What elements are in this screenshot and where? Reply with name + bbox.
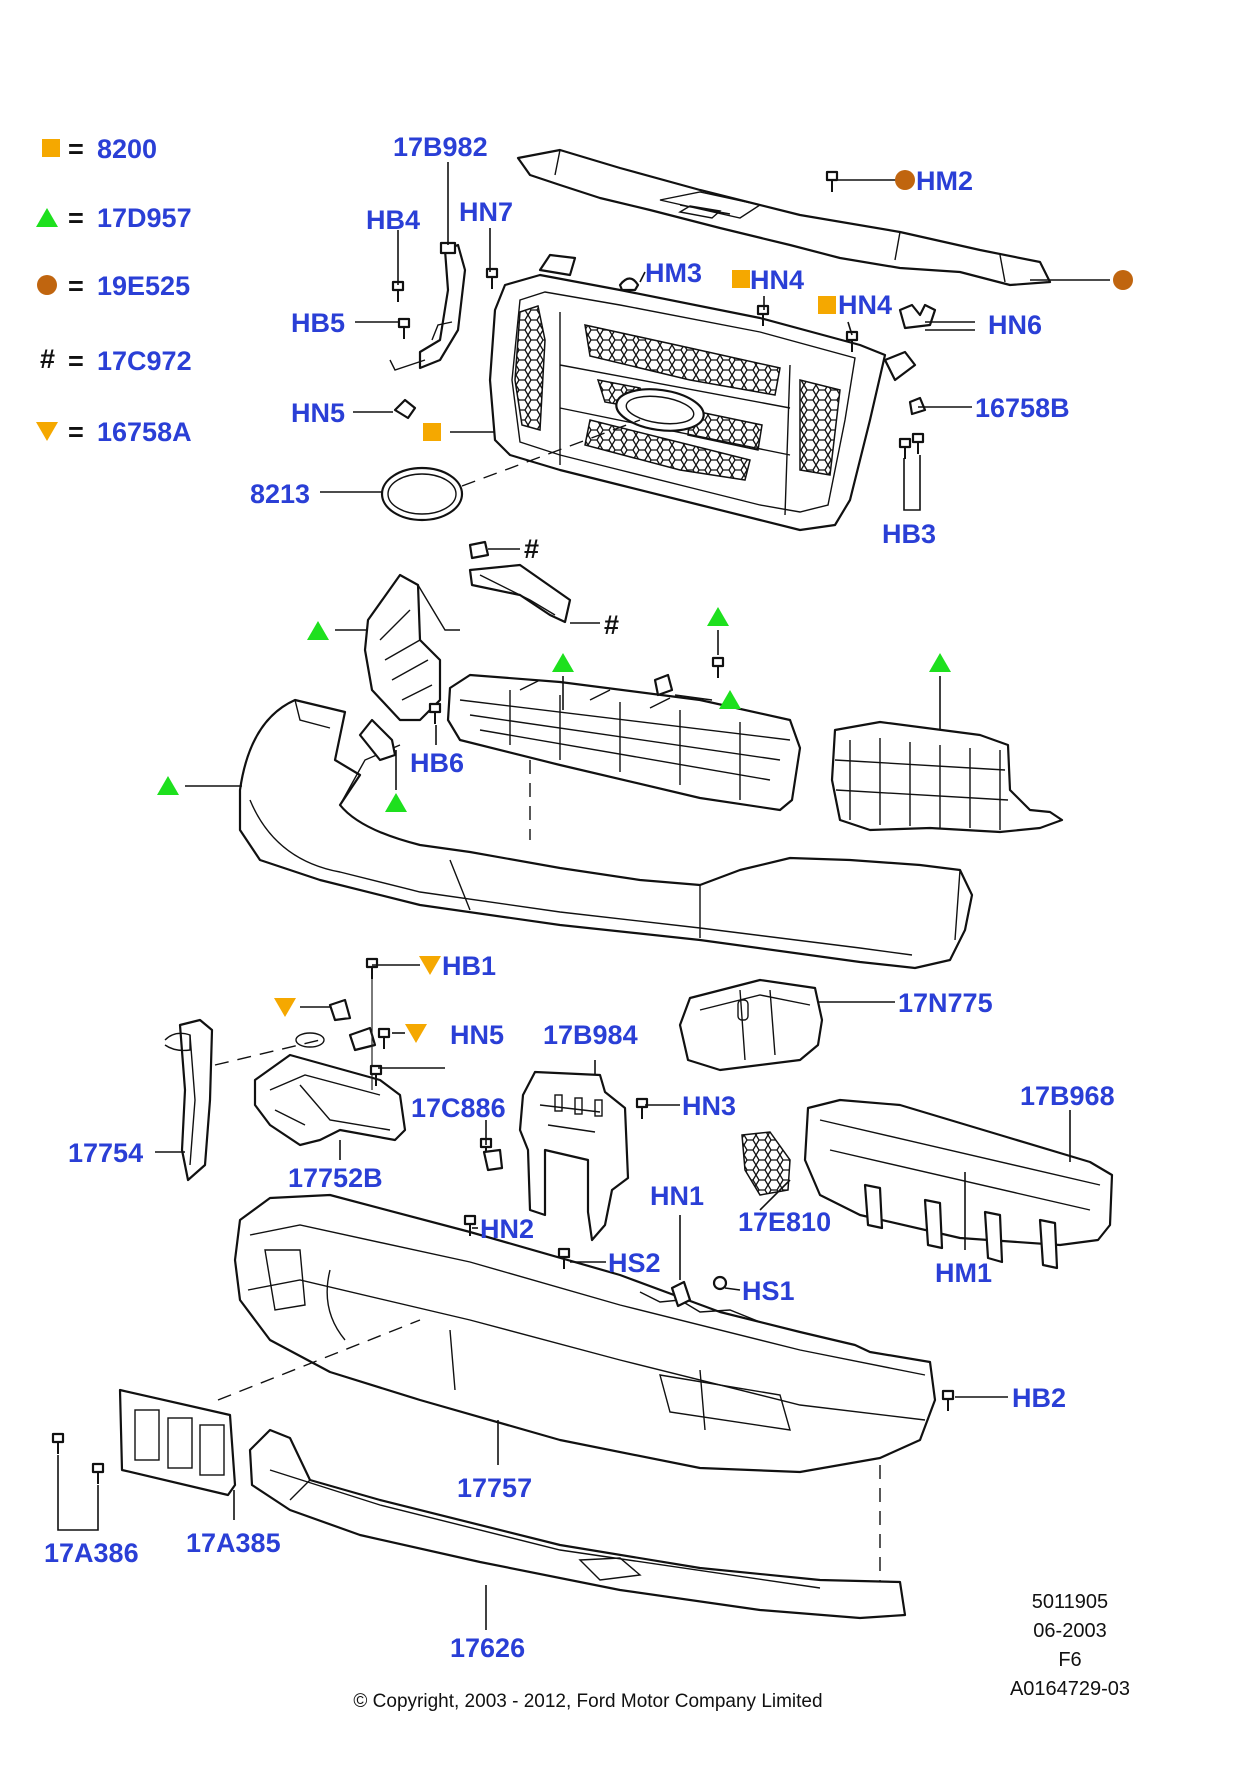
callout: HS2 xyxy=(608,1248,661,1278)
legend: = 8200 = 17D957 = 19E525 # = 17C972 = 16… xyxy=(36,134,192,447)
callout-labels: 17B982 HB4 HN7 HM2 HM3 HN4 HN4 HB5 HN6 1… xyxy=(44,132,1115,1663)
legend-item-square: = 8200 xyxy=(42,134,157,164)
footer: 5011905 06-2003 F6 A0164729-03 © Copyrig… xyxy=(353,1591,1130,1712)
diagram-number: 5011905 xyxy=(1032,1591,1108,1613)
callout: HN3 xyxy=(682,1091,736,1121)
callout: HB4 xyxy=(366,205,420,235)
bumper-cover xyxy=(238,698,974,970)
diagram-code: F6 xyxy=(1058,1649,1081,1671)
callout: HN2 xyxy=(480,1214,534,1244)
callout: HB1 xyxy=(442,951,496,981)
legend-code: 19E525 xyxy=(97,271,190,301)
legend-code: 17C972 xyxy=(97,346,192,376)
plate-17A385 xyxy=(118,1388,237,1497)
callout: HN1 xyxy=(650,1181,704,1211)
callout: HS1 xyxy=(742,1276,795,1306)
bracket-17752B xyxy=(253,1053,407,1147)
callout: 8213 xyxy=(250,479,310,509)
callout: 16758B xyxy=(975,393,1070,423)
bracket-17B982 xyxy=(389,241,467,371)
callout: 17B968 xyxy=(1020,1081,1115,1111)
upper-panel xyxy=(516,148,1052,287)
legend-code: 8200 xyxy=(97,134,157,164)
callout: 17B982 xyxy=(393,132,488,162)
svg-text:=: = xyxy=(68,346,84,376)
triangle-down-icon xyxy=(36,422,58,441)
callout: HB3 xyxy=(882,519,936,549)
callout: HB2 xyxy=(1012,1383,1066,1413)
legend-code: 16758A xyxy=(97,417,192,447)
legend-item-hash: # = 17C972 xyxy=(40,344,192,376)
svg-text:=: = xyxy=(68,417,84,447)
right-deflector xyxy=(830,720,1064,834)
svg-text:=: = xyxy=(68,203,84,233)
air-dam-17626 xyxy=(248,1428,907,1620)
bracket-17754 xyxy=(164,1018,214,1182)
diagram-date: 06-2003 xyxy=(1033,1620,1106,1642)
callout: 17626 xyxy=(450,1633,525,1663)
plate-17B984 xyxy=(518,1070,630,1242)
hash-icon: # xyxy=(524,534,539,564)
callout: HB5 xyxy=(291,308,345,338)
callout: 17754 xyxy=(68,1138,143,1168)
grille-assembly xyxy=(488,148,1052,532)
copyright-text: © Copyright, 2003 - 2012, Ford Motor Com… xyxy=(353,1691,822,1712)
callout: 17A386 xyxy=(44,1538,139,1568)
callout: HM1 xyxy=(935,1258,992,1288)
callout: HN7 xyxy=(459,197,513,227)
callout: HN5 xyxy=(450,1020,504,1050)
callout: 17C886 xyxy=(411,1093,506,1123)
bumper-17757 xyxy=(233,1193,937,1474)
callout: 17N775 xyxy=(898,988,993,1018)
hash-icon: # xyxy=(40,344,55,374)
cover-bracket xyxy=(468,563,572,624)
callout: 17B984 xyxy=(543,1020,638,1050)
callout: HB6 xyxy=(410,748,464,778)
legend-code: 17D957 xyxy=(97,203,192,233)
svg-text:=: = xyxy=(68,134,84,164)
legend-item-triangle: = 17D957 xyxy=(36,203,192,233)
legend-item-triangle-down: = 16758A xyxy=(36,417,192,447)
insert-17E810 xyxy=(741,1131,791,1196)
callout: 17A385 xyxy=(186,1528,281,1558)
legend-item-circle: = 19E525 xyxy=(37,271,190,301)
diagram-ref: A0164729-03 xyxy=(1010,1678,1130,1700)
callout: 17752B xyxy=(288,1163,383,1193)
leaders xyxy=(57,162,1133,1630)
svg-text:=: = xyxy=(68,271,84,301)
bracket-17N775 xyxy=(678,978,824,1072)
left-deflector xyxy=(363,573,460,722)
callout: HN5 xyxy=(291,398,345,428)
square-icon xyxy=(42,139,60,157)
callout: 17E810 xyxy=(738,1207,831,1237)
circle-icon xyxy=(37,275,57,295)
callout: HM3 xyxy=(645,258,702,288)
center-absorber xyxy=(446,673,802,812)
hash-icon: # xyxy=(604,610,619,640)
callout: HN4 xyxy=(838,290,892,320)
callout: 17757 xyxy=(457,1473,532,1503)
emblem-gasket xyxy=(380,466,464,522)
callout: HN4 xyxy=(750,265,804,295)
triangle-up-icon xyxy=(36,208,58,227)
valance-17B968 xyxy=(803,1098,1114,1270)
callout: HN6 xyxy=(988,310,1042,340)
callout: HM2 xyxy=(916,166,973,196)
